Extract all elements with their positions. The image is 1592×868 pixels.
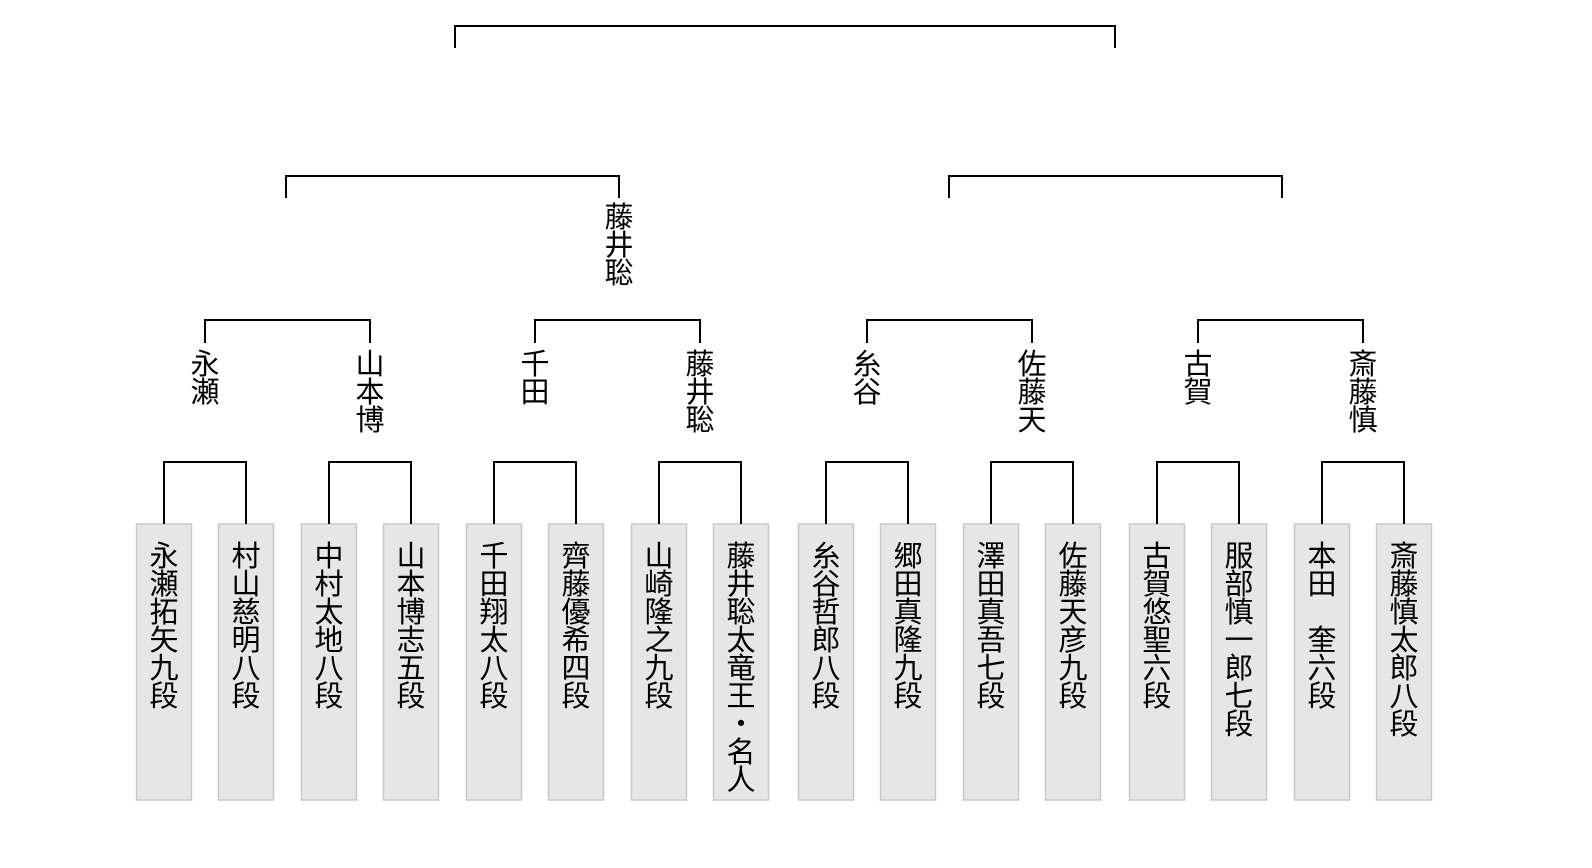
round1-winner-name: 古賀 — [1183, 347, 1212, 409]
player-box — [879, 523, 937, 801]
round1-winner-name: 山本博 — [355, 347, 384, 437]
player-name: 齊藤優希四段 — [561, 539, 590, 713]
round1-connector — [1321, 461, 1405, 524]
player-box — [547, 523, 605, 801]
player-name: 山本博志五段 — [396, 539, 425, 713]
player-box — [1375, 523, 1433, 801]
round1-connector — [1156, 461, 1240, 524]
round1-winners: 永瀬 山本博 千田 藤井聡 糸谷 佐藤天 古賀 斎藤慎 — [190, 347, 1377, 437]
player-name: 澤田真吾七段 — [976, 539, 1005, 713]
player-names: 永瀬拓矢九段 村山慈明八段 中村太地八段 山本博志五段 千田翔太八段 齊藤優希四段 山崎隆之… — [149, 539, 1418, 797]
player-box — [1293, 523, 1351, 801]
round1-winner-name: 斎藤慎 — [1348, 347, 1377, 437]
player-box — [1044, 523, 1102, 801]
final-connector — [454, 25, 1116, 48]
player-name: 糸谷哲郎八段 — [811, 539, 840, 713]
player-name: 永瀬拓矢九段 — [149, 539, 178, 713]
round2-connector — [1197, 319, 1364, 343]
player-name: 中村太地八段 — [314, 539, 343, 713]
player-box — [1128, 523, 1186, 801]
round2-connector — [534, 319, 701, 343]
round1-winner-name: 佐藤天 — [1017, 347, 1046, 437]
player-name: 服部慎一郎七段 — [1224, 539, 1253, 741]
round1-connector — [658, 461, 742, 524]
player-name: 山崎隆之九段 — [644, 539, 673, 713]
round2-connector — [866, 319, 1033, 343]
round1-winner-name: 糸谷 — [852, 347, 881, 409]
round2-winners: 藤井聡 — [604, 200, 633, 290]
round1-connector — [328, 461, 412, 524]
player-box — [217, 523, 275, 801]
player-name: 斎藤慎太郎八段 — [1389, 539, 1418, 741]
player-name: 郷田真隆九段 — [893, 539, 922, 713]
player-box — [712, 523, 770, 801]
player-box — [465, 523, 523, 801]
player-name: 村山慈明八段 — [231, 539, 260, 713]
player-name: 古賀悠聖六段 — [1142, 539, 1171, 713]
player-box — [382, 523, 440, 801]
round1-connector — [990, 461, 1074, 524]
player-boxes — [135, 523, 1433, 801]
player-name: 佐藤天彦九段 — [1058, 539, 1087, 713]
player-box — [135, 523, 193, 801]
round1-connector — [493, 461, 577, 524]
round1-winner-name: 永瀬 — [190, 347, 219, 409]
player-box — [962, 523, 1020, 801]
bracket-lines — [163, 25, 1405, 524]
round2-connector — [204, 319, 371, 343]
round3-connector — [285, 175, 620, 198]
player-name: 藤井聡太竜王・名人 — [726, 539, 755, 797]
round2-winner-name: 藤井聡 — [604, 200, 633, 290]
round1-connector — [163, 461, 247, 524]
round1-connector — [825, 461, 909, 524]
round1-winner-name: 藤井聡 — [685, 347, 714, 437]
player-name: 本田 奎六段 — [1307, 539, 1336, 713]
player-name: 千田翔太八段 — [479, 539, 508, 713]
player-box — [630, 523, 688, 801]
round1-winner-name: 千田 — [520, 347, 549, 409]
player-box — [797, 523, 855, 801]
round3-connector — [948, 175, 1283, 198]
